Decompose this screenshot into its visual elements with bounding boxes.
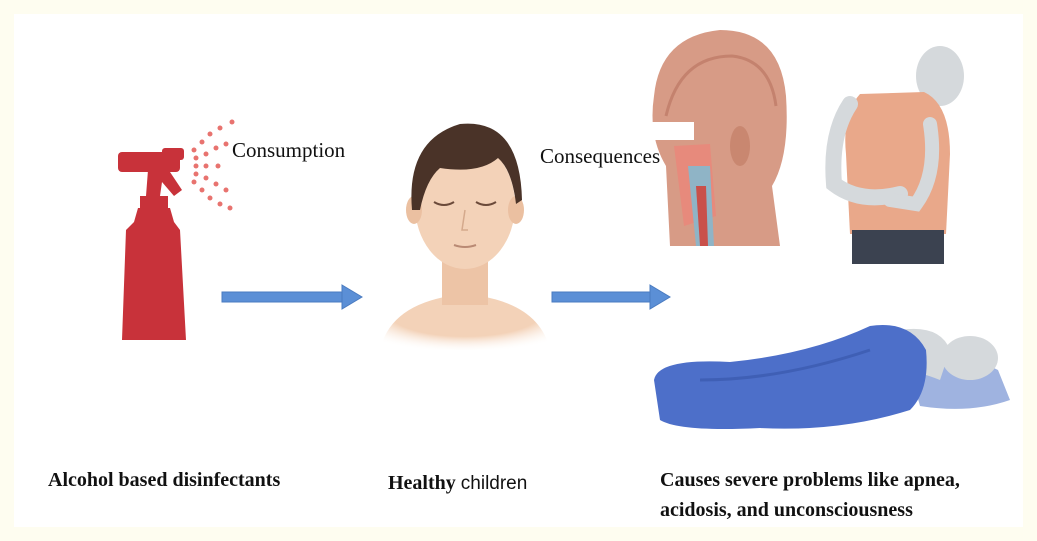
effects-caption-line2: acidosis, and unconsciousness [660,495,1037,525]
head-cross-section-icon [640,16,800,256]
children-caption-bold: Healthy [388,472,456,494]
children-caption-light: children [461,473,528,494]
person-lying-icon [640,310,1020,445]
effects-caption-line1: Causes severe problems like apnea, [660,465,1037,495]
spray-bottle-icon [100,110,250,350]
arrow-right-icon [550,284,675,310]
child-face-icon [370,110,560,355]
consumption-label: Consumption [232,138,345,163]
children-caption: Healthy children [388,472,527,495]
disinfectants-caption: Alcohol based disinfectants [48,469,280,492]
stomach-pain-icon [820,34,970,269]
effects-caption: Causes severe problems like apnea, acido… [660,465,1037,525]
arrow-right-icon [220,284,365,310]
